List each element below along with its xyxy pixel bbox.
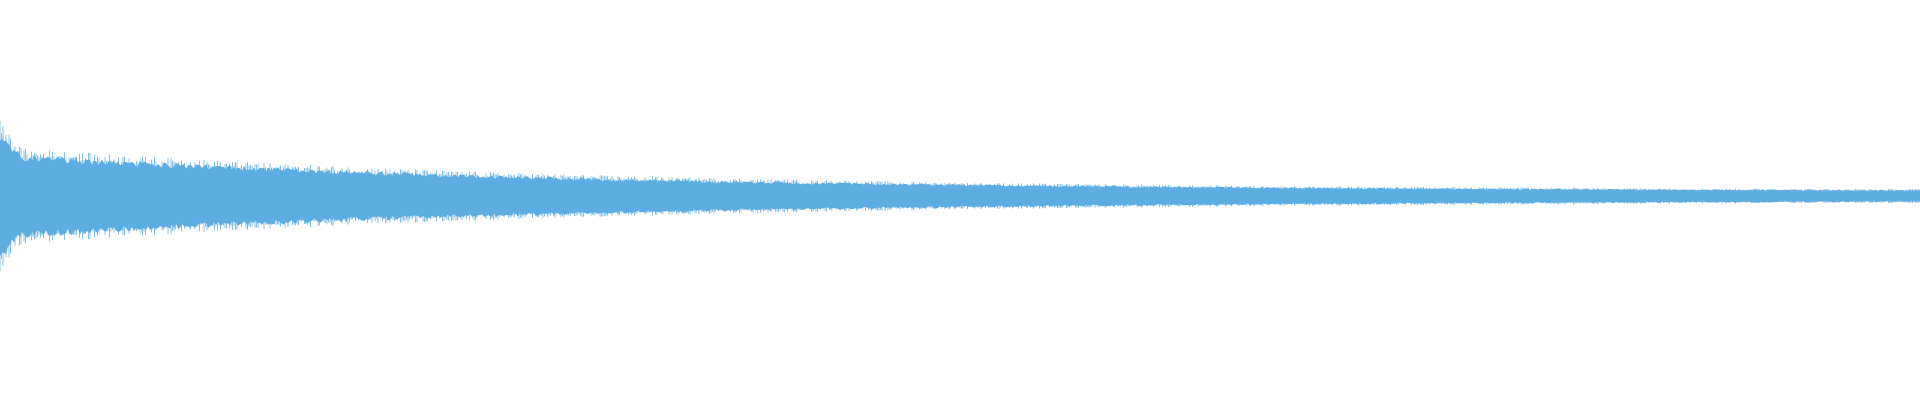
- waveform-transient-spikes: [0, 120, 1920, 272]
